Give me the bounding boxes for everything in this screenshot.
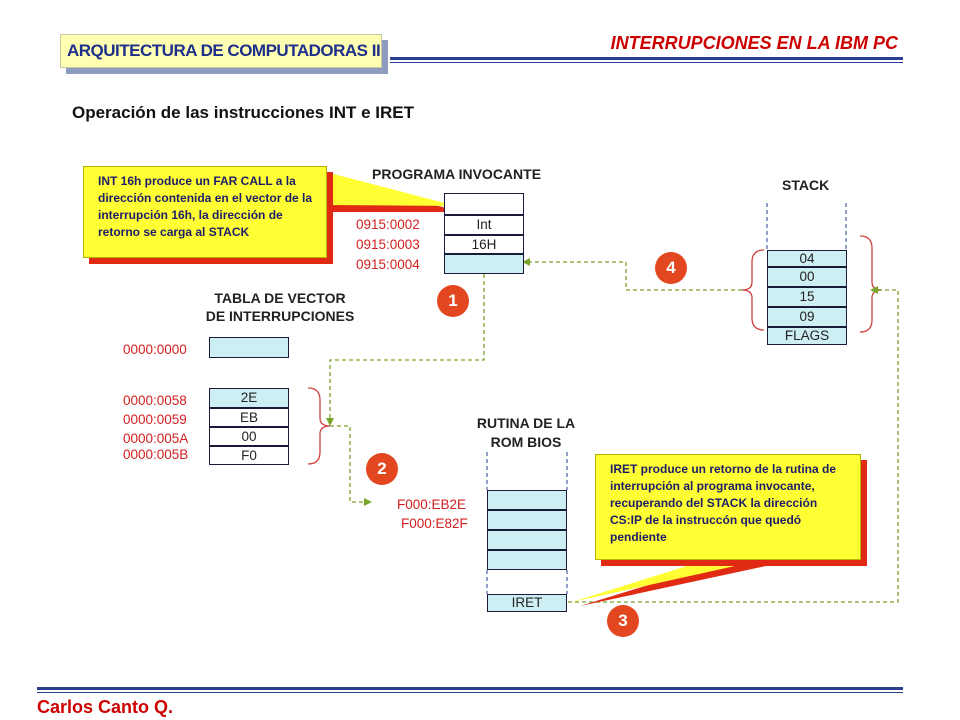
rutina-title-line2: ROM BIOS xyxy=(490,434,562,450)
rutina-address: F000:E82F xyxy=(401,516,468,531)
tabla-cell: 2E xyxy=(209,388,289,408)
programa-title: PROGRAMA INVOCANTE xyxy=(372,166,542,182)
header-rule-thin xyxy=(390,62,903,63)
tabla-address: 0000:0059 xyxy=(123,412,187,427)
stack-cell: 15 xyxy=(767,287,847,307)
tabla-address: 0000:0000 xyxy=(123,342,187,357)
stack-cell: 09 xyxy=(767,307,847,327)
tabla-title-line2: DE INTERRUPCIONES xyxy=(205,308,355,324)
step-badge-3: 3 xyxy=(607,605,639,637)
step-badge-2: 2 xyxy=(366,453,398,485)
stack-cell: 04 xyxy=(767,250,847,267)
rutina-title: RUTINA DE LA ROM BIOS xyxy=(456,414,596,452)
callout-int: INT 16h produce un FAR CALL a la direcci… xyxy=(83,166,327,258)
stack-cell: 00 xyxy=(767,267,847,287)
tabla-address: 0000:0058 xyxy=(123,393,187,408)
stack-cell: FLAGS xyxy=(767,327,847,345)
tabla-title-line1: TABLA DE VECTOR xyxy=(214,290,346,306)
rutina-title-line1: RUTINA DE LA xyxy=(476,415,576,431)
step-badge-1: 1 xyxy=(437,285,469,317)
tabla-address: 0000:005B xyxy=(123,447,189,462)
programa-cell: 16H xyxy=(444,235,524,254)
footer-rule-thick xyxy=(37,687,903,690)
course-title-box: ARQUITECTURA DE COMPUTADORAS II xyxy=(60,34,382,68)
author-name: Carlos Canto Q. xyxy=(37,697,174,717)
rutina-cell xyxy=(487,510,567,530)
header-rule-thick xyxy=(390,57,903,60)
tabla-title: TABLA DE VECTOR DE INTERRUPCIONES xyxy=(180,289,380,325)
slide-subtitle: Operación de las instrucciones INT e IRE… xyxy=(72,103,414,122)
programa-cell xyxy=(444,193,524,215)
programa-address: 0915:0003 xyxy=(356,237,420,252)
footer-rule-thin xyxy=(37,692,903,693)
programa-cell xyxy=(444,254,524,274)
slide-header-title: INTERRUPCIONES EN LA IBM PC xyxy=(610,33,898,53)
tabla-cell: EB xyxy=(209,408,289,427)
rutina-cell xyxy=(487,490,567,510)
callout-iret: IRET produce un retorno de la rutina de … xyxy=(595,454,861,560)
tabla-address: 0000:005A xyxy=(123,431,189,446)
programa-address: 0915:0004 xyxy=(356,257,420,272)
rutina-address: F000:EB2E xyxy=(397,497,467,512)
tabla-cell xyxy=(209,337,289,358)
tabla-cell: F0 xyxy=(209,446,289,465)
step-badge-4: 4 xyxy=(655,252,687,284)
stack-title: STACK xyxy=(782,177,830,193)
rutina-cell xyxy=(487,530,567,550)
programa-address: 0915:0002 xyxy=(356,217,420,232)
rutina-cell: IRET xyxy=(487,594,567,612)
programa-cell: Int xyxy=(444,215,524,235)
rutina-cell xyxy=(487,550,567,570)
tabla-cell: 00 xyxy=(209,427,289,446)
